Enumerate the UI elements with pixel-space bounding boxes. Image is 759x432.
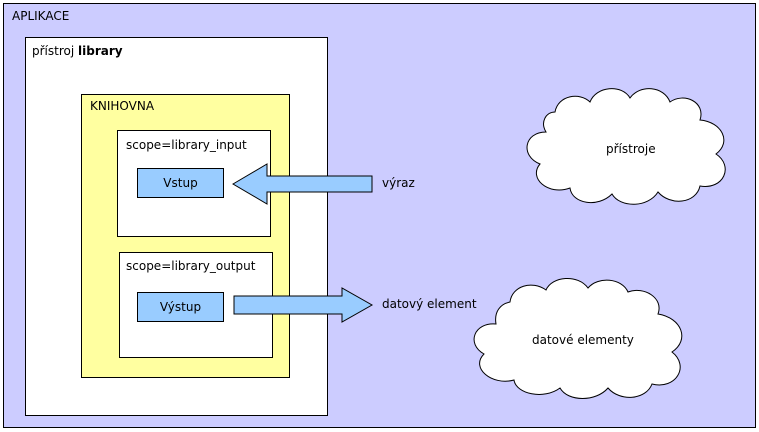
device-label-prefix: přístroj: [32, 44, 75, 58]
device-label: přístroj library: [32, 44, 123, 58]
output-arrow: [233, 287, 374, 323]
device-label-name: library: [78, 44, 123, 58]
output-node-label: Výstup: [159, 300, 202, 314]
devices-cloud: [526, 88, 726, 205]
library-label: KNIHOVNA: [90, 99, 155, 113]
input-arrow: [232, 163, 373, 205]
scope-input-label: scope=library_input: [126, 138, 247, 152]
data-elements-cloud: [473, 278, 683, 399]
output-arrow-label: datový element: [382, 297, 477, 311]
application-label: APLIKACE: [12, 9, 70, 23]
devices-cloud-label: přístroje: [606, 142, 656, 156]
scope-output-label: scope=library_output: [126, 259, 256, 273]
input-arrow-label: výraz: [382, 176, 415, 190]
input-node-label: Vstup: [163, 176, 198, 190]
output-node: Výstup: [137, 292, 224, 322]
input-node: Vstup: [137, 168, 224, 198]
data-elements-cloud-label: datové elementy: [532, 333, 634, 347]
